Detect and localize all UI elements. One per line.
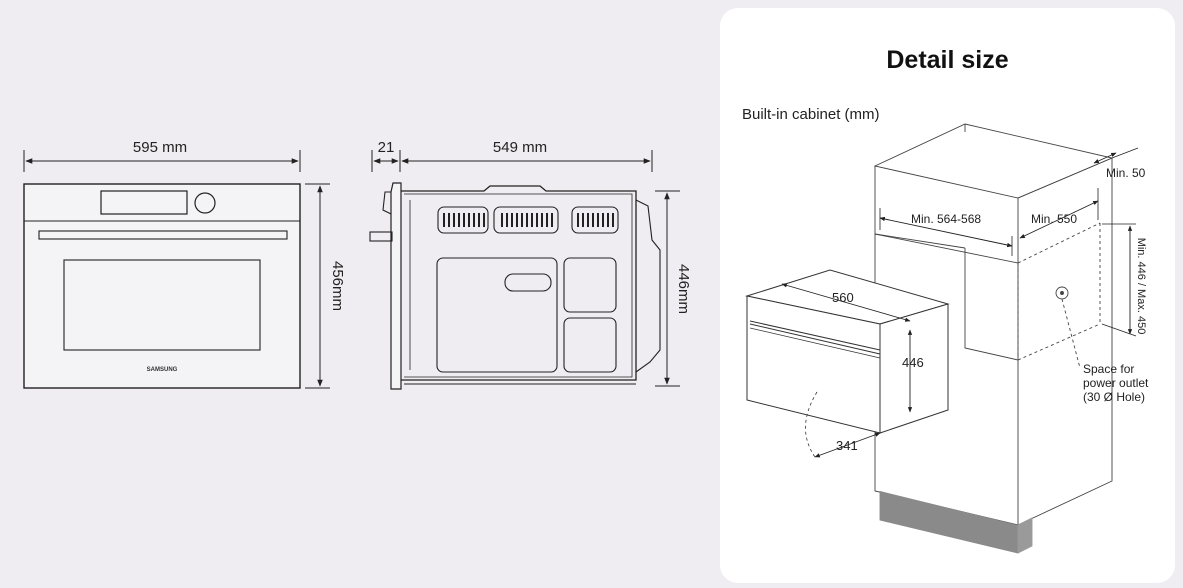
door-handle <box>38 230 288 240</box>
label-341: 341 <box>836 438 858 453</box>
label-outlet-line2: power outlet <box>1083 376 1149 390</box>
oven-front-body <box>23 183 301 389</box>
label-min550: Min. 550 <box>1031 212 1077 226</box>
detail-size-card: Detail size Built-in cabinet (mm) <box>720 8 1175 583</box>
detail-title: Detail size <box>886 46 1009 74</box>
side-height-label: 446mm <box>675 264 692 314</box>
label-min564: Min. 564-568 <box>911 212 981 226</box>
side-depth-label: 549 mm <box>493 139 547 156</box>
control-knob <box>194 192 216 214</box>
side-door-depth-label: 21 <box>378 139 395 156</box>
width-560-dimension <box>781 283 911 322</box>
cabinet-diagram: Min. 50 Min. 564-568 Min. 550 Min. 446 /… <box>745 123 1149 554</box>
min564-dimension <box>879 216 1013 248</box>
side-vent-center <box>493 206 559 234</box>
min550-dimension <box>1019 200 1099 239</box>
label-min50: Min. 50 <box>1106 166 1146 180</box>
side-door-profile <box>390 182 402 390</box>
side-panel-large <box>436 257 558 373</box>
front-height-label: 456mm <box>329 261 346 311</box>
label-446: 446 <box>902 355 924 370</box>
label-outlet-line1: Space for <box>1083 362 1134 376</box>
front-width-label: 595 mm <box>133 139 187 156</box>
min50-dimension <box>1093 152 1117 164</box>
label-560: 560 <box>832 290 854 305</box>
label-outlet-line3: (30 Ø Hole) <box>1083 390 1145 404</box>
label-min446: Min. 446 / Max. 450 <box>1135 238 1147 335</box>
door-window <box>63 259 261 351</box>
front-view: 595 mm SAMSUNG 456mm <box>23 139 346 389</box>
brand-logo: SAMSUNG <box>147 367 178 373</box>
side-panel-upper <box>563 257 617 313</box>
depth-341-dimension <box>814 432 881 458</box>
side-body <box>401 185 637 381</box>
dimension-drawings: 595 mm SAMSUNG 456mm 21 549 mm <box>23 139 692 390</box>
side-view: 21 549 mm 44 <box>369 139 692 390</box>
detail-subtitle: Built-in cabinet (mm) <box>742 106 880 123</box>
side-panel-lower <box>563 317 617 373</box>
control-display <box>100 190 188 215</box>
side-vent-right <box>571 206 619 234</box>
side-vent-left <box>437 206 489 234</box>
side-handle-knob <box>369 231 393 242</box>
